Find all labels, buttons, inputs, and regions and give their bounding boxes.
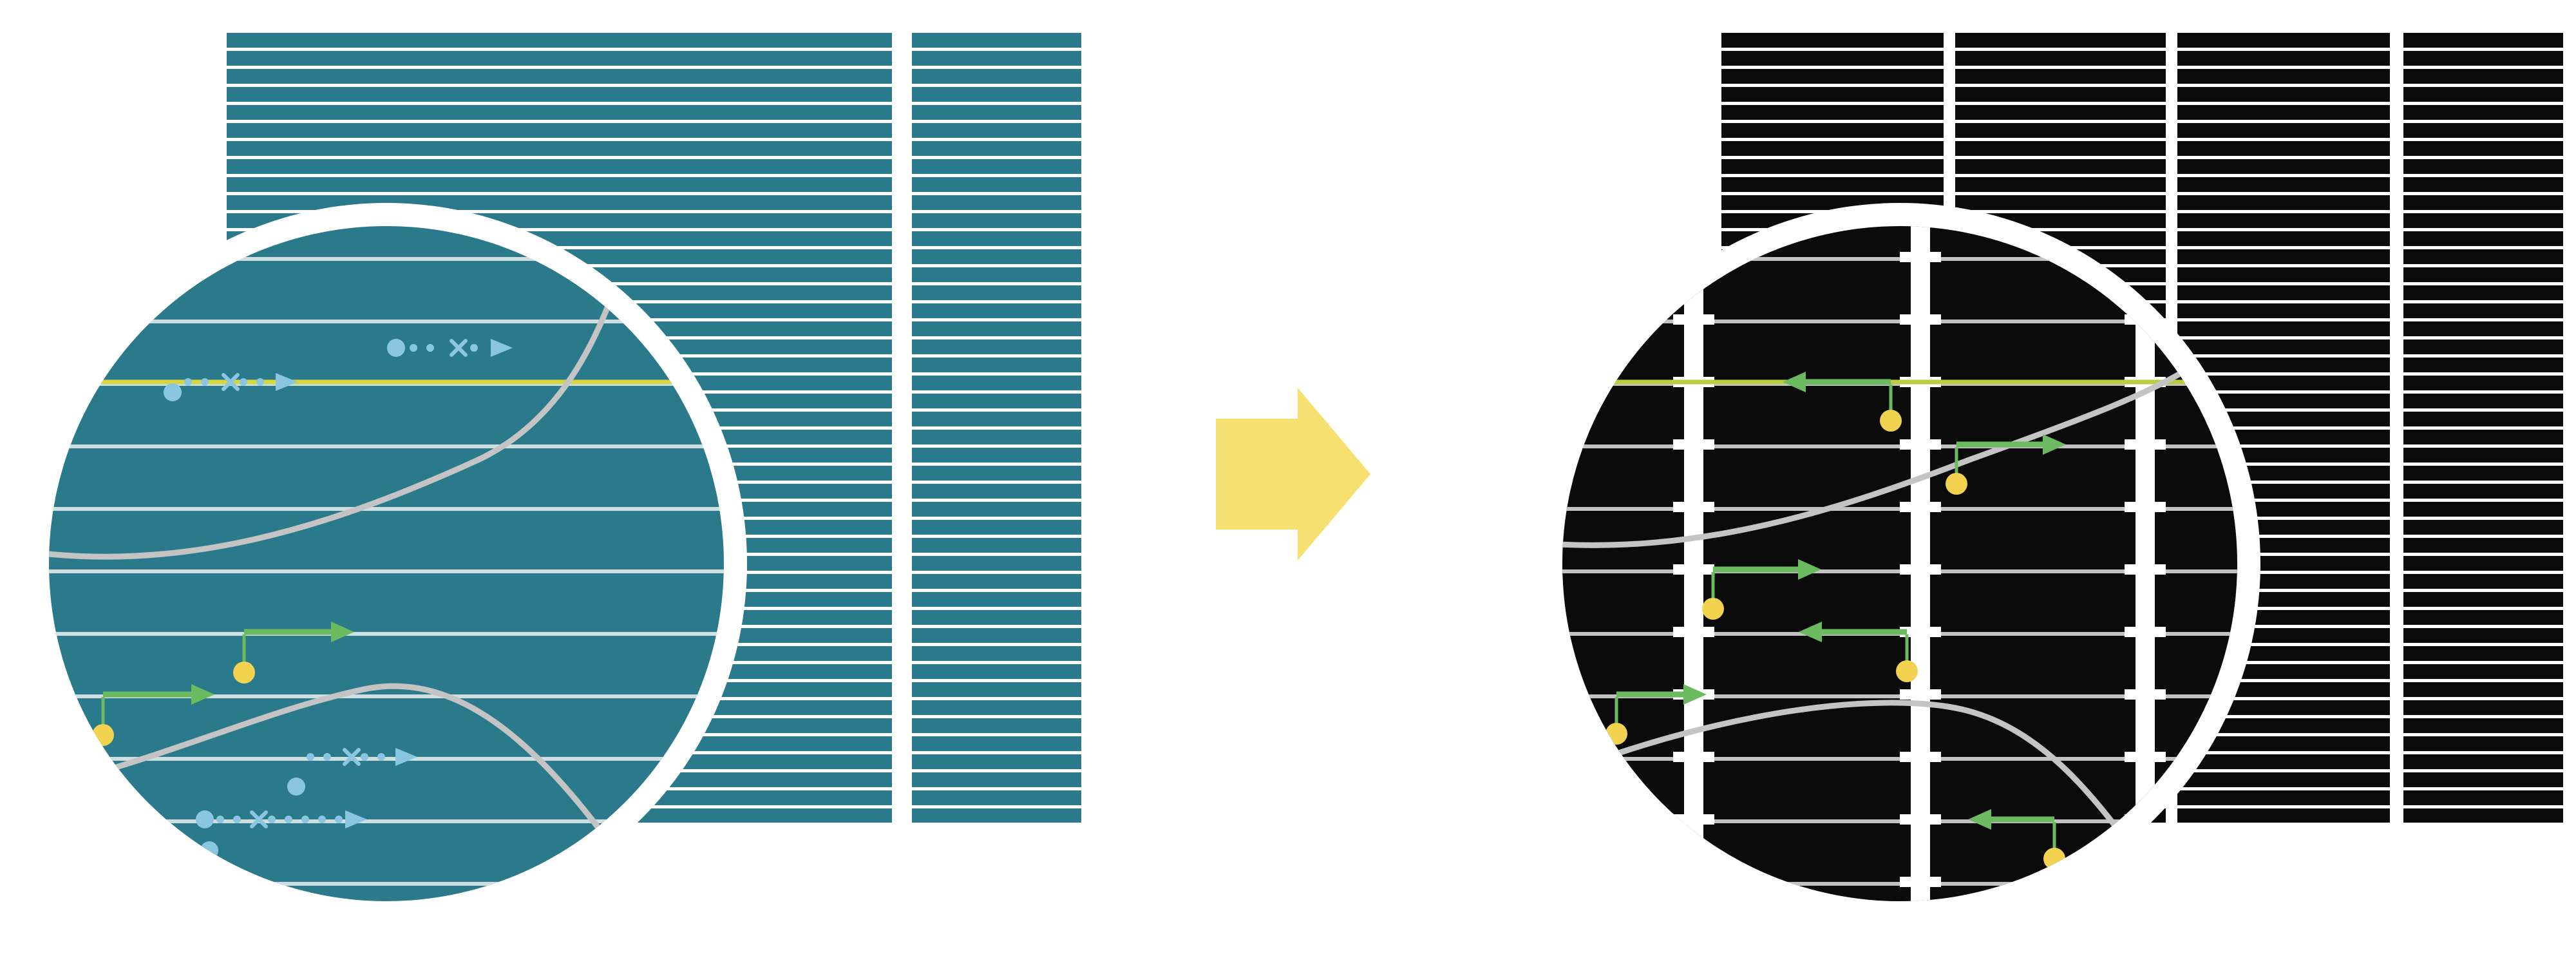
blocked-electron-path	[387, 339, 513, 357]
blue-arrowhead-icon	[395, 748, 417, 766]
electron-dot-icon	[164, 383, 182, 401]
before-magnifier-content	[49, 226, 724, 901]
carrier-dot-icon	[1946, 473, 1967, 495]
grain-boundary-lower	[1562, 700, 2164, 890]
green-arrowhead-icon	[1798, 559, 1821, 580]
blocked-x-icon	[250, 810, 268, 828]
carrier-dot-icon	[1880, 410, 1902, 432]
before-panel-segment-2	[912, 33, 1081, 823]
blue-arrowhead-icon	[491, 339, 513, 357]
blocked-x-icon	[343, 748, 361, 766]
grain-boundary-lower	[49, 683, 673, 901]
carrier-with-arrow	[1799, 622, 1918, 682]
carrier-with-arrow	[233, 622, 354, 683]
electron-dot-icon	[387, 339, 405, 357]
carrier-with-arrow	[1946, 434, 2066, 495]
transition-arrow-icon	[1216, 388, 1370, 560]
carrier-dot-icon	[1896, 660, 1918, 682]
vertical-busbar	[1911, 226, 1930, 901]
blocked-x-icon	[450, 339, 468, 357]
before-zoom-finger-lines	[49, 226, 724, 901]
blue-arrowhead-icon	[345, 810, 367, 828]
electron-dot-icon	[196, 810, 214, 828]
carrier-with-arrow	[1702, 559, 1821, 620]
green-arrowhead-icon	[1783, 372, 1806, 392]
blocked-x-icon	[222, 373, 240, 391]
carrier-dot-icon	[1702, 598, 1724, 620]
blue-arrowhead-icon	[276, 373, 298, 391]
green-arrowhead-icon	[1799, 622, 1822, 642]
green-arrowhead-icon	[331, 622, 354, 642]
blocked-electron-path	[196, 810, 367, 859]
after-magnifier	[1539, 203, 2260, 924]
grain-boundary-upper	[1562, 361, 2199, 548]
green-arrowhead-icon	[1683, 684, 1707, 705]
green-arrowhead-icon	[2043, 434, 2066, 455]
carrier-with-arrow	[1783, 372, 1902, 432]
green-arrowhead-icon	[1968, 809, 1991, 830]
after-panel-segment-4	[2403, 33, 2563, 823]
carrier-dot-icon	[233, 662, 255, 683]
before-magnifier	[26, 203, 747, 924]
green-arrowhead-icon	[191, 684, 214, 705]
vertical-busbar	[1684, 226, 1703, 901]
electron-dot-icon	[287, 778, 305, 796]
blocked-electron-path	[164, 373, 298, 401]
grain-boundary-upper	[49, 226, 638, 560]
blocked-electron-path	[287, 748, 417, 796]
